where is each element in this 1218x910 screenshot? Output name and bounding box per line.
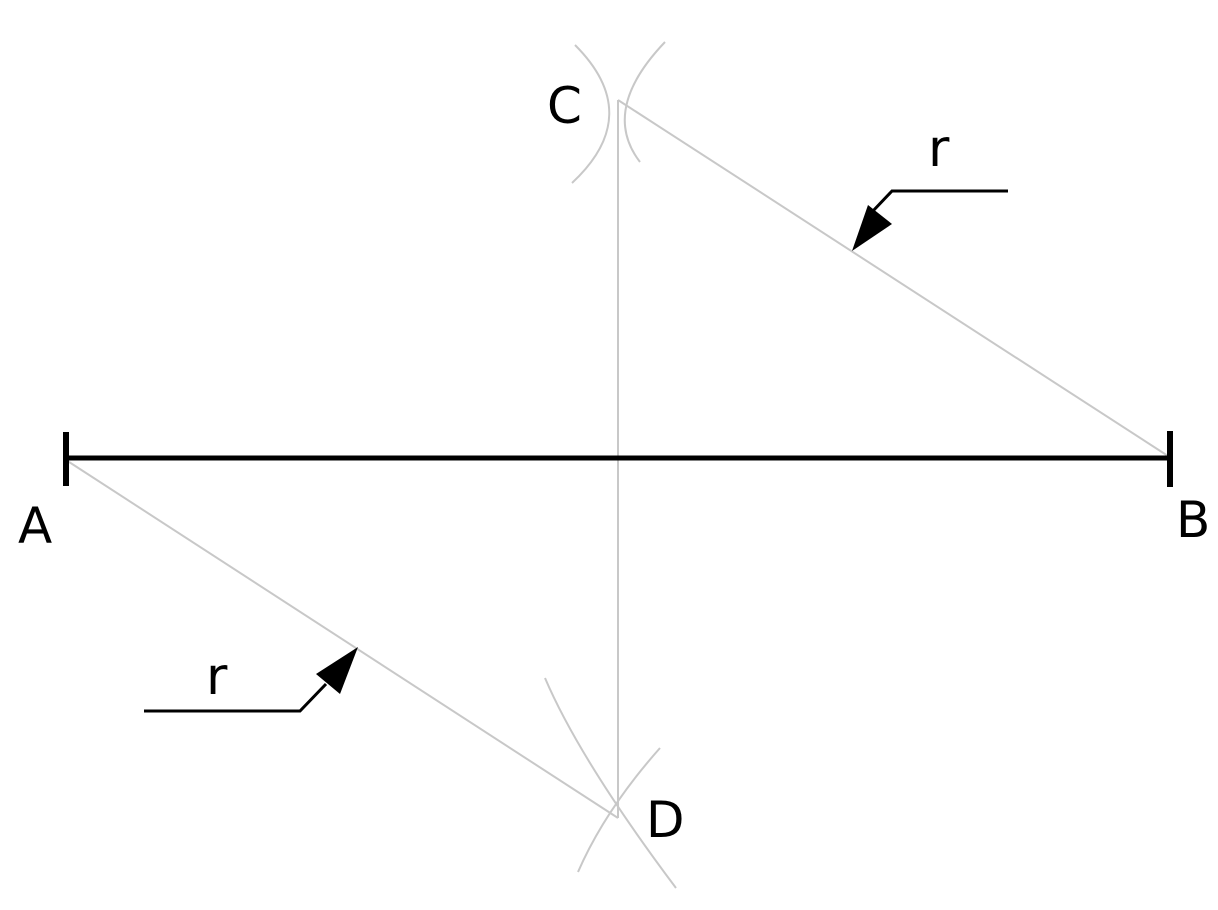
radius-arrowhead-lower: [316, 647, 358, 694]
radius-line-ad: [65, 459, 619, 819]
point-label-d: D: [646, 791, 685, 849]
radius-line-cb: [617, 99, 1169, 457]
arc-d-from-b: [577, 747, 661, 873]
radius-arrowhead-upper: [852, 205, 892, 251]
arc-c-from-b: [623, 41, 666, 163]
radius-leader-upper: [870, 189, 1008, 214]
radius-label-lower: r: [206, 647, 228, 707]
point-label-b: B: [1176, 491, 1210, 549]
radius-label-upper: r: [928, 119, 950, 179]
point-label-a: A: [18, 497, 52, 555]
radius-leader-lower: [144, 682, 328, 713]
arc-d-from-a: [544, 677, 677, 889]
arc-c-from-a: [571, 44, 611, 184]
point-label-c: C: [547, 77, 582, 135]
